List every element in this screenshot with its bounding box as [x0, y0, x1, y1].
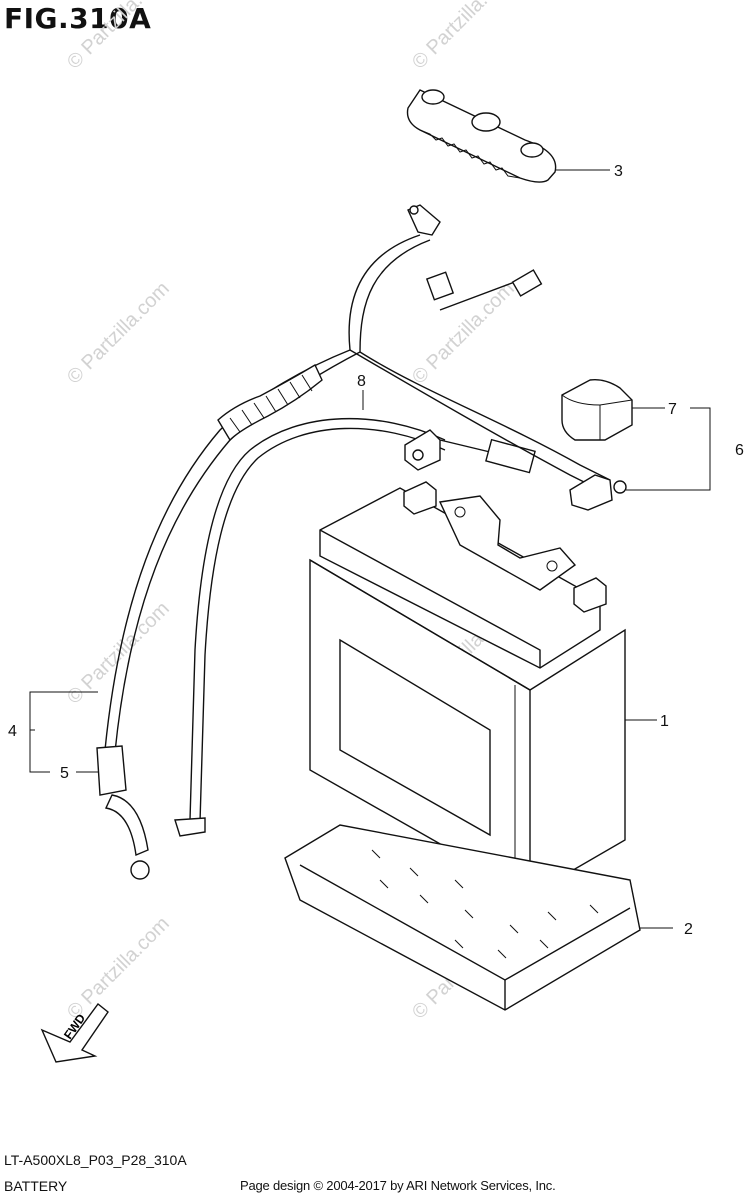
callout-2: 2 — [684, 921, 693, 938]
callout-7: 7 — [668, 401, 677, 418]
callout-4: 4 — [8, 723, 17, 740]
section-name: BATTERY — [4, 1178, 68, 1194]
copyright-notice: Page design © 2004-2017 by ARI Network S… — [240, 1178, 556, 1193]
watermark: © Partzilla.com — [408, 278, 519, 389]
watermark: © Partzilla.com — [63, 913, 174, 1024]
figure-title: FIG.310A — [4, 2, 152, 35]
leader-lines — [29, 169, 711, 929]
watermark: © Partzilla.com — [63, 0, 174, 74]
callout-5: 5 — [60, 765, 69, 782]
watermark: © Partzilla.com — [63, 278, 174, 389]
model-code: LT-A500XL8_P03_P28_310A — [4, 1152, 187, 1168]
callouts: 1 2 3 4 5 6 7 8 — [8, 163, 744, 938]
battery-part-1 — [309, 481, 626, 896]
battery-tray-part-2 — [284, 824, 641, 1011]
callout-3: 3 — [614, 163, 623, 180]
battery-cover-part-3 — [406, 89, 557, 183]
callout-6: 6 — [735, 442, 744, 459]
negative-cable-part-8 — [174, 417, 536, 837]
terminal-cover-part-7 — [561, 378, 633, 441]
positive-cable-part-4 — [96, 204, 627, 880]
callout-1: 1 — [660, 713, 669, 730]
callout-8: 8 — [357, 373, 366, 390]
watermark: © Partzilla.com — [408, 0, 519, 74]
fwd-direction-arrow: FWD — [40, 1002, 109, 1063]
